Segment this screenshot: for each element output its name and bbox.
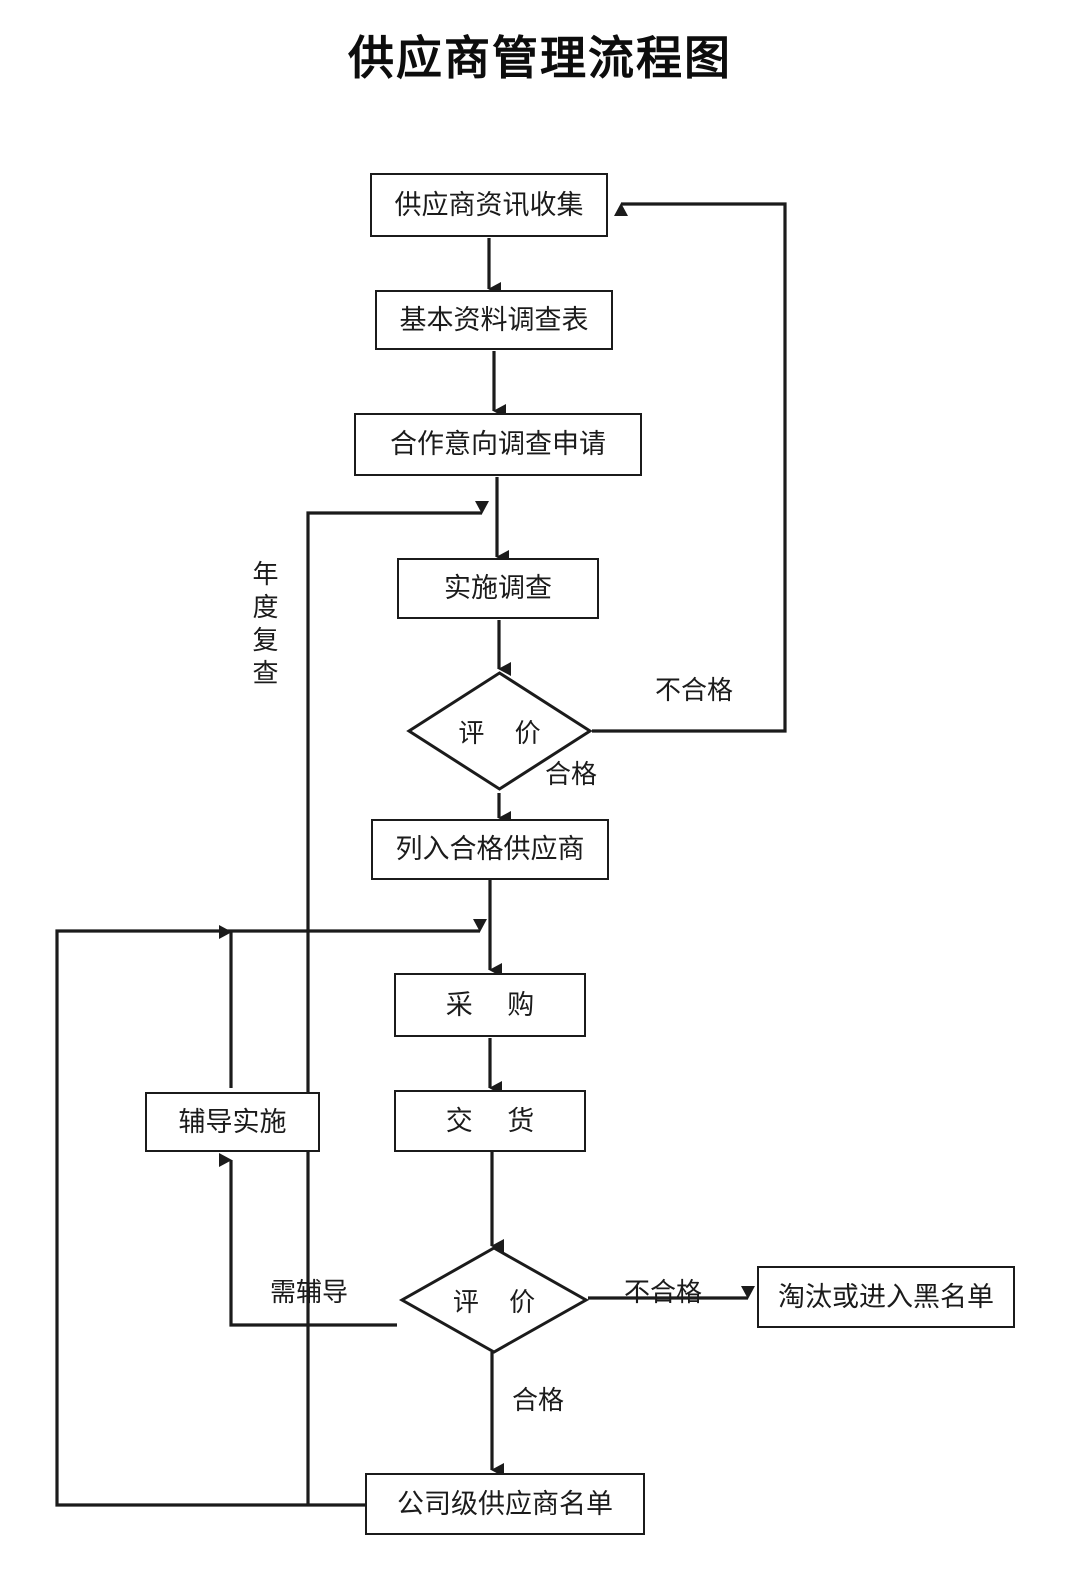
page-title: 供应商管理流程图 [348,31,732,85]
node-company-supplier-list[interactable]: 公司级供应商名单 [365,1473,645,1535]
node-purchase[interactable]: 采 购 [394,973,586,1037]
edge-d1-n1-fail [592,202,787,733]
node-label: 供应商资讯收集 [394,189,584,221]
node-label: 采 购 [445,989,548,1021]
node-label: 淘汰或进入黑名单 [778,1281,994,1313]
node-label: 公司级供应商名单 [397,1488,613,1520]
node-cooperation-intent-application[interactable]: 合作意向调查申请 [354,413,642,476]
diamond-shape [406,671,593,791]
node-eliminate-or-blacklist[interactable]: 淘汰或进入黑名单 [757,1266,1015,1328]
node-conduct-survey[interactable]: 实施调查 [397,558,599,619]
edge-annual-review [306,501,489,1505]
node-label: 交 货 [445,1105,548,1137]
node-label: 列入合格供应商 [395,834,585,865]
decision-evaluation-performance[interactable]: 评 价 [398,1246,590,1354]
edge-label-annual-review: 年度复查 [248,560,278,692]
decision-evaluation-initial[interactable]: 评 价 [406,671,593,791]
edge-d2-n8-coaching [219,1153,397,1327]
node-supplier-info-collection[interactable]: 供应商资讯收集 [370,173,608,237]
node-basic-info-survey-form[interactable]: 基本资料调查表 [375,290,613,350]
node-add-to-qualified-supplier-list[interactable]: 列入合格供应商 [371,819,609,880]
edge-label-fail-performance: 不合格 [624,1278,703,1308]
node-label: 基本资料调查表 [399,304,589,336]
edge-label-need-coaching: 需辅导 [270,1278,349,1308]
edge-label-pass-initial: 合格 [545,760,598,790]
node-label: 实施调查 [444,573,552,604]
node-delivery[interactable]: 交 货 [394,1090,586,1152]
edge-label-pass-performance: 合格 [512,1386,565,1416]
decision-label: 评 价 [452,1287,547,1318]
diamond-shape [398,1246,590,1354]
edge-label-fail-initial: 不合格 [655,676,734,706]
node-label: 合作意向调查申请 [390,429,606,460]
node-label: 辅导实施 [178,1106,287,1138]
node-coaching-implementation[interactable]: 辅导实施 [145,1092,320,1152]
edge-n10-n6-loop [55,919,487,1507]
decision-label: 评 价 [458,718,552,749]
